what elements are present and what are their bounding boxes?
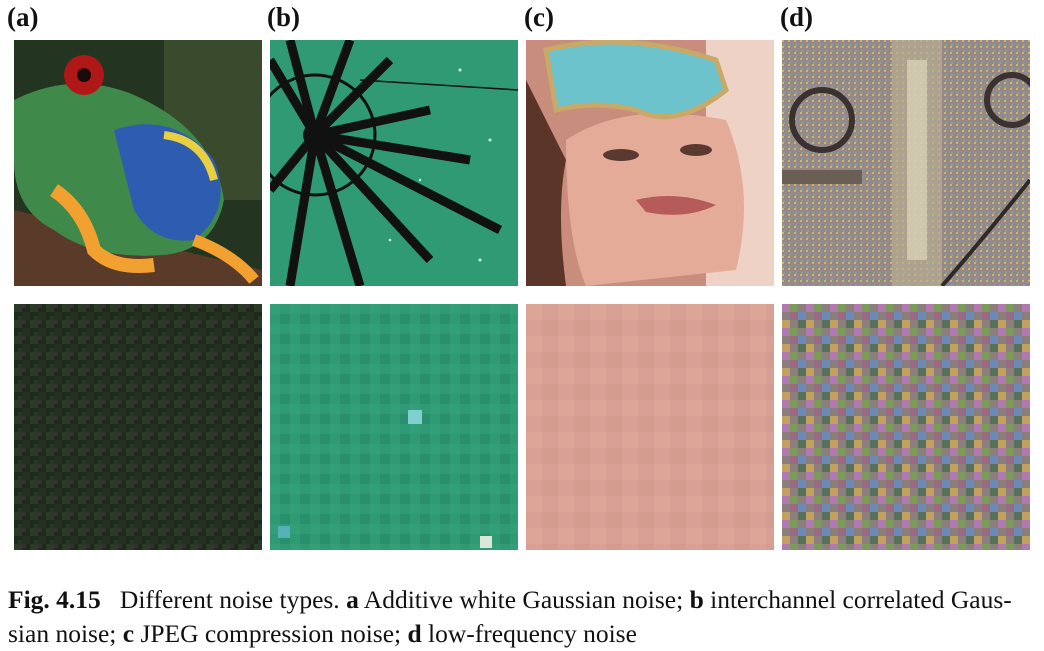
noise-crop-d — [782, 304, 1030, 550]
figure-caption: Fig. 4.15 Different noise types. a Addit… — [8, 583, 1038, 651]
windmill-svg — [270, 40, 518, 286]
caption-text-a: Additive white Gaussian noise; — [363, 585, 684, 614]
panel-label-b: (b) — [267, 2, 300, 32]
caption-intro: Different noise types. — [119, 585, 340, 614]
figure-number: Fig. 4.15 — [8, 585, 101, 614]
caption-key-b: b — [689, 585, 704, 614]
noise-crop-b — [270, 304, 518, 550]
image-woman-face — [526, 40, 774, 286]
panel-label-a: (a) — [7, 2, 39, 32]
caption-key-d: d — [407, 619, 422, 648]
image-frog — [14, 40, 262, 286]
image-windmill — [270, 40, 518, 286]
image-architecture — [782, 40, 1030, 286]
noise-crop-c — [526, 304, 774, 550]
panel-label-c: (c) — [524, 2, 554, 32]
caption-key-c: c — [122, 619, 135, 648]
panel-label-d: (d) — [780, 2, 813, 32]
caption-text-c: JPEG compression noise; — [140, 619, 402, 648]
caption-text-d: low-frequency noise — [428, 619, 637, 648]
noise-crop-a — [14, 304, 262, 550]
caption-text-b: interchannel correlated Gaus-sian noise; — [8, 585, 1012, 648]
caption-key-a: a — [346, 585, 359, 614]
